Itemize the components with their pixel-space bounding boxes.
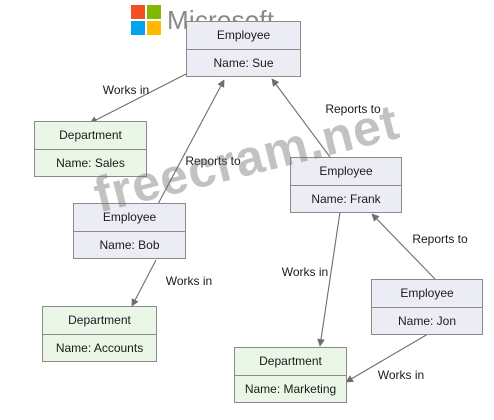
node-department-marketing: Department Name: Marketing (234, 347, 347, 403)
node-department-accounts: Department Name: Accounts (42, 306, 157, 362)
node-title: Employee (400, 286, 454, 301)
edge-jon-reports-to-frank (371, 213, 436, 280)
edge-label-jon-frank: Reports to (412, 232, 468, 246)
node-employee-sue: Employee Name: Sue (186, 21, 301, 77)
node-employee-jon: Employee Name: Jon (371, 279, 483, 335)
logo-tile-red (131, 5, 145, 19)
node-employee-frank: Employee Name: Frank (290, 157, 402, 213)
node-title: Department (59, 128, 122, 143)
node-title: Department (259, 354, 322, 369)
node-title: Employee (319, 164, 373, 179)
node-name: Name: Frank (291, 184, 401, 213)
edge-label-jon-marketing: Works in (377, 368, 425, 382)
node-name: Name: Jon (372, 306, 482, 335)
microsoft-tiles-icon (131, 5, 161, 35)
edge-bob-works-in-accounts (131, 259, 157, 307)
edge-label-frank-marketing: Works in (281, 265, 329, 279)
node-name: Name: Marketing (235, 374, 346, 403)
edge-bob-reports-to-sue (157, 79, 225, 205)
edge-label-bob-accounts: Works in (165, 274, 213, 288)
logo-tile-yellow (147, 21, 161, 35)
edge-label-sue-sales: Works in (102, 83, 150, 97)
edge-label-bob-sue: Reports to (185, 154, 241, 168)
node-department-sales: Department Name: Sales (34, 121, 147, 177)
node-title: Employee (102, 210, 157, 225)
node-name: Name: Accounts (43, 333, 156, 362)
edge-sue-works-in-sales (89, 72, 189, 124)
node-name: Name: Bob (74, 230, 185, 259)
edge-frank-works-in-marketing (317, 211, 341, 347)
edge-jon-works-in-marketing (345, 333, 429, 383)
logo-tile-blue (131, 21, 145, 35)
node-title: Employee (216, 28, 271, 43)
edge-label-frank-sue: Reports to (325, 102, 381, 116)
logo-tile-green (147, 5, 161, 19)
edge-frank-reports-to-sue (271, 78, 331, 158)
node-title: Department (68, 313, 131, 328)
node-name: Name: Sue (187, 48, 300, 77)
node-name: Name: Sales (35, 148, 146, 177)
node-employee-bob: Employee Name: Bob (73, 203, 186, 259)
